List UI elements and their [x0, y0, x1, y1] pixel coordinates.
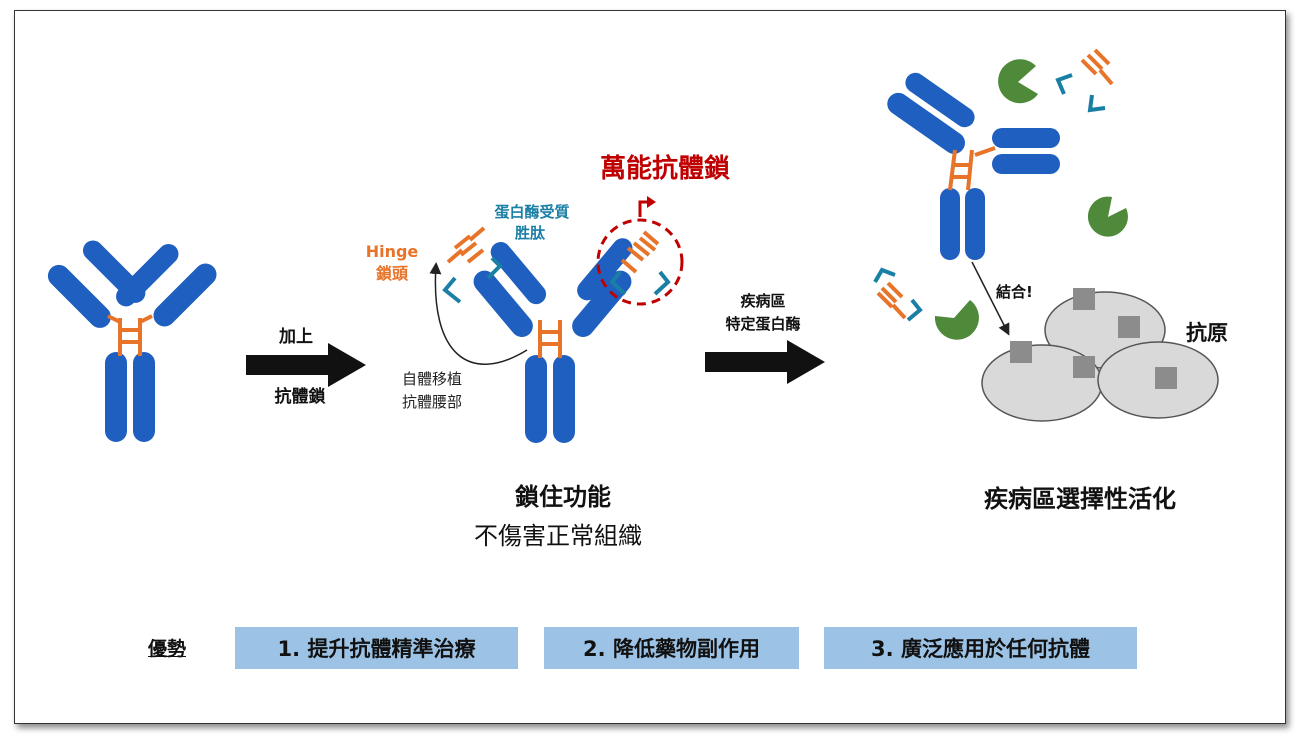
protease-2 — [1087, 196, 1128, 237]
graft-label-line1: 自體移植 — [402, 370, 462, 388]
advantages-label: 優勢 — [148, 638, 187, 660]
arrow2-label-bottom: 特定蛋白酶 — [725, 315, 800, 333]
lock-left — [442, 226, 503, 304]
arrow2-label-top: 疾病區 — [740, 292, 785, 310]
hinge-label-line1: Hinge — [366, 242, 419, 261]
arrow-disease-protease — [705, 340, 825, 384]
antibody-locked — [473, 238, 633, 443]
hinge-activated — [948, 146, 996, 191]
hinge-label-line2: 鎖頭 — [376, 264, 409, 283]
advantage-item-2: 2. 降低藥物副作用 — [544, 627, 799, 669]
arrow1-label-bottom: 抗體鎖 — [275, 386, 327, 407]
antigen-cluster — [981, 291, 1219, 422]
hinge-locked — [538, 320, 562, 358]
antibody-activated — [887, 72, 1060, 260]
bind-label: 結合! — [996, 283, 1033, 301]
universal-lock-label: 萬能抗體鎖 — [600, 153, 730, 184]
cleaved-lock-top — [1055, 48, 1114, 113]
protease-3 — [934, 300, 979, 340]
graft-curve-arrow — [429, 262, 528, 365]
advantage-item-3: 3. 廣泛應用於任何抗體 — [824, 627, 1137, 669]
antigen-markers — [1010, 288, 1177, 389]
universal-lock-pointer — [638, 200, 648, 217]
substrate-label-line2: 胜肽 — [515, 224, 546, 242]
lock-right — [609, 230, 671, 296]
step3-caption: 疾病區選擇性活化 — [984, 485, 1176, 513]
universal-lock-highlight — [596, 218, 684, 306]
arrow-add-lock — [246, 343, 366, 387]
protease-1 — [998, 59, 1038, 104]
advantage-item-1: 1. 提升抗體精準治療 — [235, 627, 518, 669]
antigen-label: 抗原 — [1186, 321, 1228, 345]
arrow1-label-top: 加上 — [278, 327, 313, 347]
step2-caption-normal: 不傷害正常組織 — [474, 522, 642, 550]
graft-label-line2: 抗體腰部 — [402, 393, 462, 411]
cleaved-lock-bottom — [873, 267, 923, 322]
step2-caption-bold: 鎖住功能 — [515, 483, 611, 511]
bind-arrow — [971, 261, 1010, 336]
hinge-plain — [107, 314, 153, 356]
antibody-plain — [47, 240, 217, 442]
substrate-label-line1: 蛋白酶受質 — [494, 203, 569, 221]
